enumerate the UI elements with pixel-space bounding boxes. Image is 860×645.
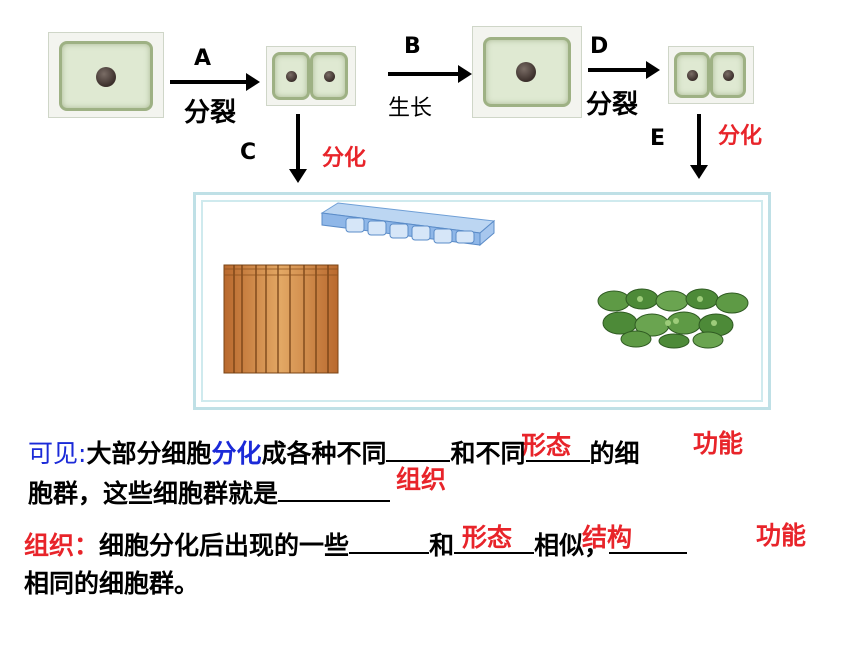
- arrow-e: [690, 114, 708, 179]
- text: 细胞群: [99, 569, 175, 598]
- arrow-c: [289, 114, 307, 183]
- nucleus: [286, 71, 297, 82]
- text: 和不同: [450, 439, 526, 468]
- arrow-b: [388, 65, 472, 83]
- blank: [386, 434, 451, 462]
- epithelial-tissue-illustration: [320, 202, 496, 247]
- intro-prefix: 可见:: [28, 439, 87, 468]
- blank: [349, 526, 430, 554]
- label-grow: 生长: [388, 96, 433, 121]
- text-line-2: 胞群，这些细胞群就是: [28, 474, 391, 510]
- text: 成各种不同: [261, 439, 387, 468]
- tissue-image-box: [193, 192, 771, 410]
- text: 。: [174, 569, 200, 598]
- label-a: A: [194, 46, 212, 71]
- answer-shape-2: 形态: [462, 523, 513, 552]
- cell-image-4: [668, 46, 754, 104]
- cell-image-1: [48, 32, 164, 118]
- text: 的细: [589, 439, 640, 468]
- conducting-tissue-illustration: [223, 264, 339, 374]
- answer-tissue: 组织: [396, 465, 447, 494]
- nucleus: [723, 70, 734, 81]
- text: 后出现的一些: [199, 531, 350, 560]
- nucleus: [324, 71, 335, 82]
- keyword-differentiation: 分化: [149, 531, 200, 560]
- text-line-3: 组织：细胞分化后出现的一些 和 相似，: [24, 526, 688, 562]
- cell-2b: [310, 52, 348, 100]
- text: 细胞: [99, 531, 150, 560]
- text: 胞群，这些细胞群就是: [28, 479, 279, 508]
- nucleus: [687, 70, 698, 81]
- blank: [609, 526, 688, 554]
- text: 大部分细胞: [86, 439, 212, 468]
- answer-function-1: 功能: [693, 429, 744, 458]
- blank: [278, 474, 391, 502]
- nucleus: [96, 67, 116, 87]
- term-tissue: 组织：: [24, 531, 100, 560]
- cell-2a: [272, 52, 310, 100]
- text: 相似，: [534, 531, 610, 560]
- cell-3: [483, 37, 571, 107]
- nucleus: [516, 62, 536, 82]
- arrow-a: [170, 73, 260, 91]
- label-e: E: [650, 126, 666, 151]
- text-line-1: 可见:大部分细胞分化成各种不同 和不同 的细: [28, 434, 640, 470]
- cell-1: [59, 41, 153, 111]
- label-c: C: [240, 140, 257, 165]
- answer-function-2: 功能: [756, 521, 807, 550]
- text: 和: [429, 531, 455, 560]
- label-b: B: [404, 34, 421, 59]
- answer-shape-1: 形态: [521, 431, 572, 460]
- cell-4b: [710, 52, 746, 98]
- label-diff-2: 分化: [718, 124, 763, 149]
- arrow-d: [588, 61, 660, 79]
- label-divide-2: 分裂: [586, 90, 639, 120]
- label-divide-1: 分裂: [184, 98, 237, 128]
- keyword-differentiation: 分化: [211, 439, 262, 468]
- cell-image-2: [266, 46, 356, 106]
- nutritive-tissue-illustration: [597, 288, 749, 349]
- text-line-4: 相同的细胞群。: [24, 564, 199, 600]
- cell-4a: [674, 52, 710, 98]
- blank: [454, 526, 535, 554]
- label-d: D: [590, 34, 609, 59]
- blank: [525, 434, 590, 462]
- cell-image-3: [472, 26, 582, 118]
- text: 相同的: [24, 569, 100, 598]
- answer-structure: 结构: [582, 523, 633, 552]
- label-diff-1: 分化: [322, 146, 367, 171]
